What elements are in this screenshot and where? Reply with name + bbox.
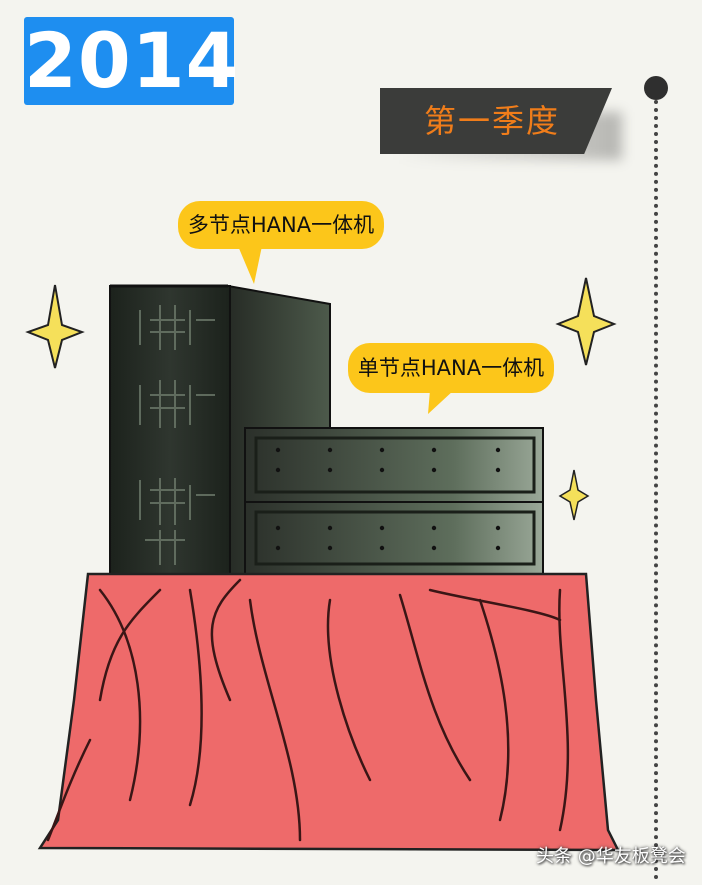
timeline-line xyxy=(654,100,658,880)
sparkle-icon xyxy=(555,277,617,366)
multi-node-label: 多节点HANA一体机 xyxy=(178,201,384,249)
year-badge: 2014 xyxy=(24,16,240,105)
year-text: 2014 xyxy=(24,16,240,105)
single-node-label: 单节点HANA一体机 xyxy=(348,343,554,393)
quarter-banner: 第一季度 xyxy=(380,88,622,168)
sparkle-icon xyxy=(25,284,85,369)
quarter-label: 第一季度 xyxy=(380,88,612,154)
timeline-dot-icon xyxy=(644,76,668,100)
watermark: 头条 @华友板凳会 xyxy=(536,846,686,867)
single-node-server xyxy=(244,427,544,575)
tablecloth xyxy=(37,572,621,852)
sparkle-icon xyxy=(558,469,590,521)
